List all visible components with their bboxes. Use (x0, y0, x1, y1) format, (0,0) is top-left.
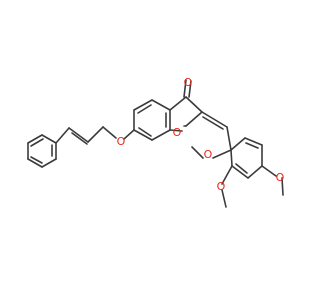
trimethoxyphenyl-ring (226, 126, 263, 179)
allyl-chain (55, 126, 117, 145)
ketone-bond (183, 79, 192, 98)
structure-canvas: O O O O O O (27, 76, 285, 208)
methoxy-oxygen-label-2: O (217, 180, 226, 193)
ring-oxygen-label: O (173, 126, 182, 139)
methoxy-oxygen-label-1: O (204, 148, 213, 161)
ketone-oxygen-label: O (184, 76, 193, 89)
phenyl-ring (27, 134, 57, 168)
methoxy-oxygen-label-3: O (276, 171, 285, 184)
ether-oxygen-label: O (117, 135, 126, 148)
exocyclic-double-bond (201, 111, 228, 130)
methoxy-bonds (191, 146, 284, 208)
benzofuranone-benzene-ring (133, 99, 171, 141)
molecule-drawing: O O O O O O (27, 76, 285, 208)
oxygen-labels: O O O O O O (117, 76, 285, 193)
furanone-ring (169, 96, 203, 132)
ether-link (123, 129, 135, 140)
